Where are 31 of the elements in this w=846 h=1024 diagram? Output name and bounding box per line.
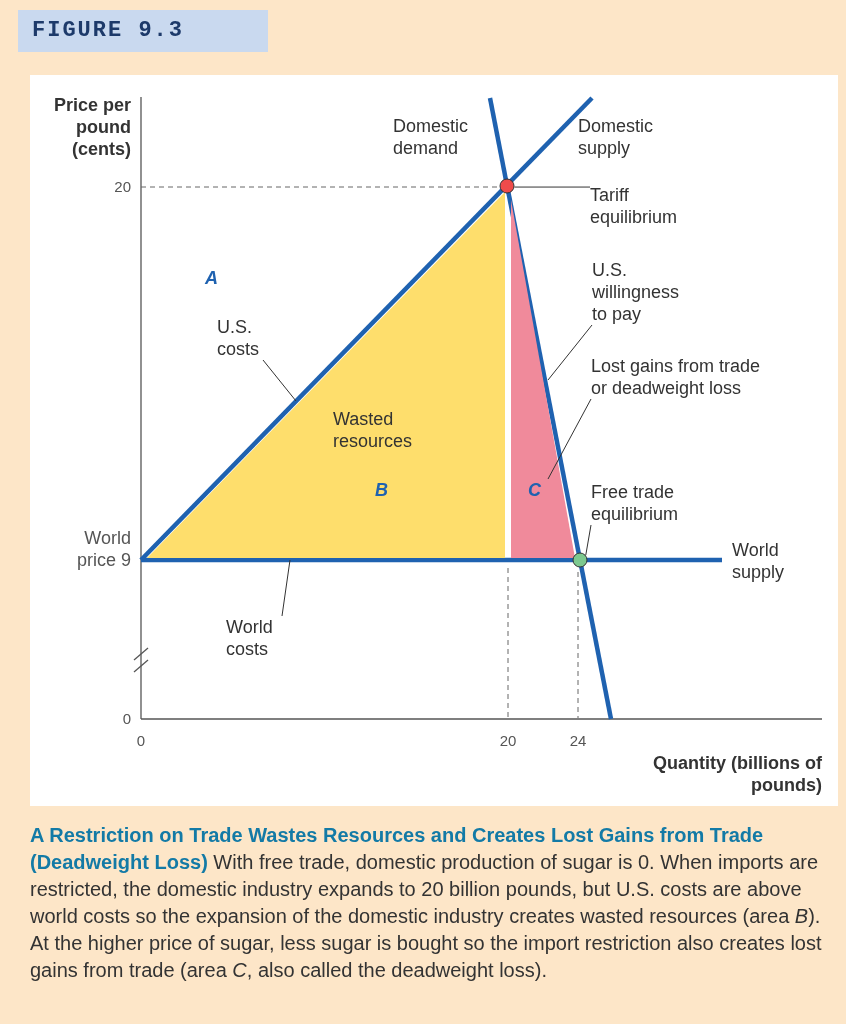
axis-label: Price per pound (cents) — [52, 94, 131, 160]
leader-line — [585, 524, 592, 556]
leader-line — [547, 398, 592, 480]
annotation-text: U.S. willingness to pay — [592, 259, 692, 325]
area-label: C — [528, 479, 542, 501]
annotation-text: Free trade equilibrium — [591, 481, 706, 525]
axis-label: 0 — [121, 709, 131, 729]
caption: A Restriction on Trade Wastes Resources and Creates Lost Gains from Trade (Deadweight Loss) With free trade, domestic production of sugar is 0. When imports are restricted, the domestic industry expands to 20 billion pounds, but U.S. costs are above world costs so the expansion of the domestic industry creates wasted resources (area B). At the higher price of sugar, less sugar is bought so the import restriction also creates lost gains from trade (area C, also called the deadweight loss). — [30, 823, 823, 983]
axis-label: World price 9 — [75, 527, 131, 571]
area-label: A — [205, 267, 219, 289]
area-label: B — [375, 479, 389, 501]
leader-line — [513, 186, 591, 188]
annotation-text: Lost gains from trade or deadweight loss — [591, 355, 771, 399]
leader-line — [262, 359, 297, 402]
axis-label: 24 — [568, 731, 588, 751]
axis-label: 0 — [135, 731, 147, 751]
curve-label: World supply — [732, 539, 786, 583]
supply-line — [141, 557, 722, 563]
annotation-text: Tariff equilibrium — [590, 184, 705, 228]
figure-title: FIGURE 9.3 — [18, 10, 268, 52]
leader-line — [281, 559, 291, 617]
axis-label: 20 — [113, 177, 131, 197]
axis-label: 20 — [498, 731, 518, 751]
curve-label: Domestic demand — [393, 115, 469, 159]
equilibrium-point — [499, 178, 515, 194]
curve-label: Domestic supply — [578, 115, 654, 159]
leader-line — [547, 324, 593, 381]
annotation-text: U.S. costs — [217, 316, 263, 360]
annotation-text: World costs — [226, 616, 282, 660]
area-label: Wasted resources — [333, 408, 414, 452]
axis-label: Quantity (billions of pounds) — [652, 752, 822, 796]
